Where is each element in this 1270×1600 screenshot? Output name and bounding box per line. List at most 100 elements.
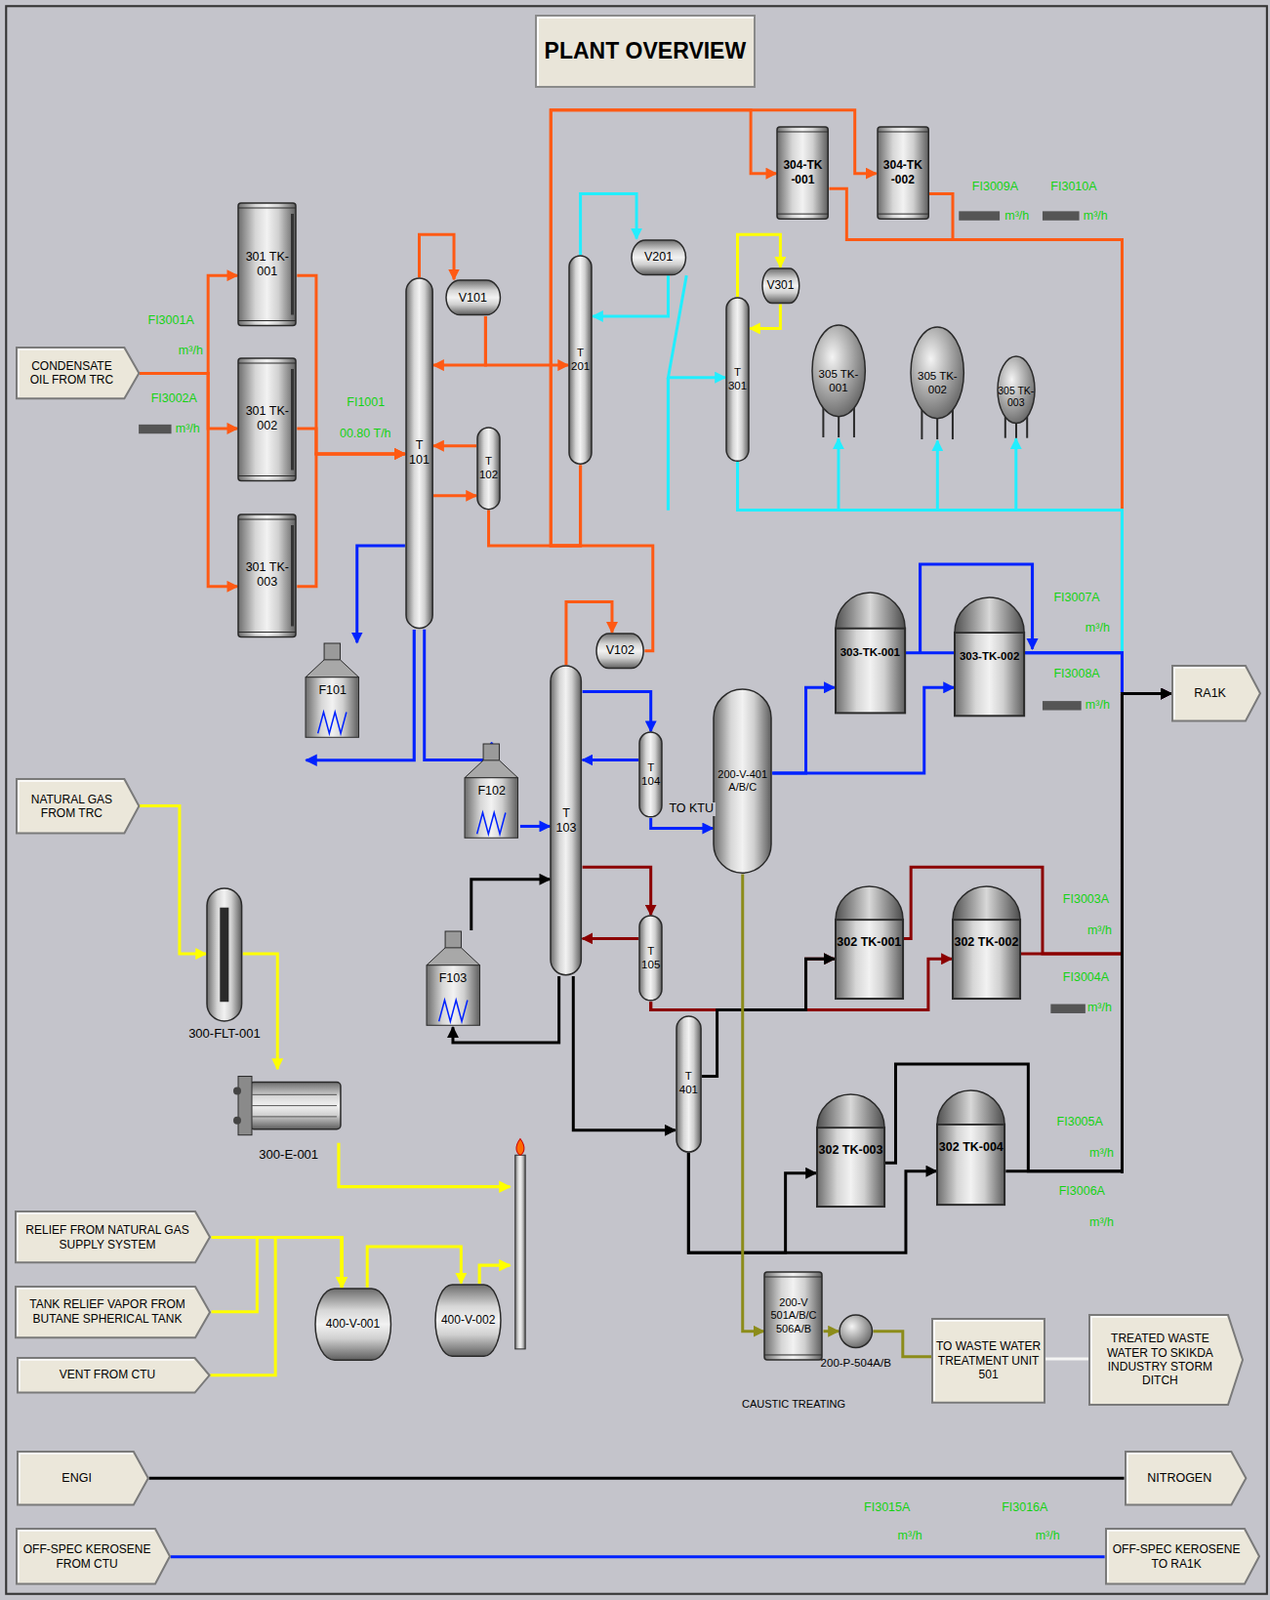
dome-tank-part [952, 919, 1021, 999]
pipe-line [903, 694, 1172, 954]
pipe-line [829, 188, 1172, 694]
filter-vessel: 300-FLT-001 [205, 887, 244, 1023]
flow-indicator: FI3016A [1001, 1501, 1048, 1516]
equipment-tag: 200-V 501A/B/C 506A/B [764, 1296, 822, 1336]
furnace-part [464, 777, 519, 838]
terminal-arrow-part [1091, 1316, 1228, 1403]
dome-tank-part [937, 1124, 1005, 1205]
node-body: TO WASTE WATER TREATMENT UNIT 501 [931, 1317, 1046, 1404]
terminal-arrow-part [1127, 1453, 1230, 1503]
heat-exchanger-part [238, 1076, 252, 1136]
storage-tank: 304-TK -001 [776, 125, 829, 220]
equipment-tag: TANK RELIEF VAPOR FROM BUTANE SPHERICAL … [20, 1297, 194, 1326]
node-body: 302 TK-003 [816, 1093, 886, 1208]
flow-indicator: m³/h [175, 422, 201, 437]
storage-tank: 301 TK-003 [237, 513, 297, 638]
terminal-arrow-part [16, 778, 139, 833]
node-body: V102 [595, 632, 645, 670]
pipe-line [424, 629, 492, 761]
sphere-tank: 305 TK-003 [996, 355, 1036, 440]
node-body: V201 [630, 239, 687, 277]
column-part [569, 255, 592, 464]
column-part [406, 278, 433, 629]
dome-tank: 302 TK-002 [951, 885, 1022, 1000]
equipment-tag: VENT FROM CTU [59, 1367, 156, 1382]
process-box-part [932, 1318, 1045, 1403]
equipment-tag: 303-TK-001 [840, 646, 901, 660]
pipe-line [170, 1555, 1106, 1558]
pump: 200-P-504A/B [838, 1313, 874, 1350]
terminal-arrow-part [17, 1288, 195, 1336]
node-body: T 401 [675, 1015, 702, 1153]
pipe-line [296, 275, 406, 454]
pipe-line [582, 937, 640, 941]
pipe-line [1005, 694, 1171, 1172]
column: T 201 [568, 254, 593, 465]
terminal-arrow: OFF-SPEC KEROSENE TO RA1K [1105, 1527, 1261, 1586]
furnace-part [445, 931, 461, 949]
terminal-arrow: NITROGEN [1124, 1450, 1247, 1506]
equipment-tag: T 104 [639, 761, 662, 789]
pipe-line [139, 372, 238, 586]
node-body [232, 1068, 345, 1143]
pipe-line [742, 874, 765, 1332]
pipe-line [688, 1152, 937, 1253]
flow-indicator: m³/h [1085, 698, 1110, 713]
heat-exchanger-part [251, 1116, 337, 1118]
furnace-part [324, 643, 340, 661]
pipe-line [1024, 653, 1171, 695]
dome-tank-part [817, 1127, 885, 1207]
pipe-line [651, 818, 714, 828]
furnace-part [318, 712, 347, 735]
column: T 301 [725, 296, 750, 462]
pipe-line [149, 1476, 1125, 1480]
equipment-tag: 301 TK-003 [238, 560, 296, 590]
storage-tank: 304-TK -002 [876, 125, 930, 220]
column: 200-V-401 A/B/C [712, 688, 773, 874]
drum-part [762, 268, 800, 304]
equipment-tag: 302 TK-002 [953, 935, 1019, 950]
column-part [713, 689, 772, 873]
furnace: F102 [462, 742, 521, 840]
equipment-tag: V301 [766, 278, 794, 292]
equipment-tag: T 102 [477, 454, 500, 483]
flow-indicator: FI3002A [151, 392, 198, 407]
column-part [676, 1016, 701, 1152]
flow-indicator: FI3010A [1050, 180, 1097, 195]
node-body: 304-TK -001 [776, 125, 829, 220]
storage-tank-part [877, 212, 929, 214]
flow-indicator: FI3006A [1059, 1185, 1106, 1199]
filter-vessel-part [219, 907, 229, 1003]
node-body: 305 TK-002 [909, 326, 965, 441]
terminal-arrow: VENT FROM CTU [16, 1356, 211, 1394]
node-body: 304-TK -002 [876, 125, 930, 220]
node-body: 305 TK-003 [996, 355, 1036, 440]
terminal-arrow-part [1107, 1530, 1244, 1583]
terminal-arrow-part [15, 1211, 210, 1263]
pipe-line [772, 687, 835, 774]
flow-indicator: m³/h [1089, 1147, 1114, 1161]
terminal-arrow-part [17, 1451, 149, 1505]
dome-tank: 303-TK-002 [953, 596, 1025, 717]
pipe-line [749, 303, 780, 328]
equipment-tag: 305 TK-002 [910, 369, 964, 398]
terminal-arrow-part [1174, 667, 1245, 720]
node-body: T 104 [638, 731, 663, 819]
node-body: RA1K [1171, 664, 1262, 723]
terminal-arrow: ENGI [16, 1450, 150, 1506]
equipment-tag: F102 [477, 783, 506, 799]
equipment-tag: RELIEF FROM NATURAL GAS SUPPLY SYSTEM [20, 1223, 194, 1252]
storage-tank-part [764, 1271, 822, 1360]
node-body: 200-V-401 A/B/C [712, 688, 773, 874]
equipment-tag: ENGI [61, 1471, 92, 1486]
pipe-line [737, 440, 939, 510]
column-part [639, 732, 662, 818]
flow-indicator: FI3001A [148, 314, 195, 328]
storage-tank-part [238, 206, 296, 208]
node-body: NITROGEN [1124, 1450, 1247, 1506]
column: T 102 [476, 426, 501, 511]
terminal-arrow-part [16, 1528, 170, 1585]
storage-tank-part [238, 362, 296, 364]
column: T 105 [638, 914, 663, 1002]
node-body [838, 1313, 874, 1350]
